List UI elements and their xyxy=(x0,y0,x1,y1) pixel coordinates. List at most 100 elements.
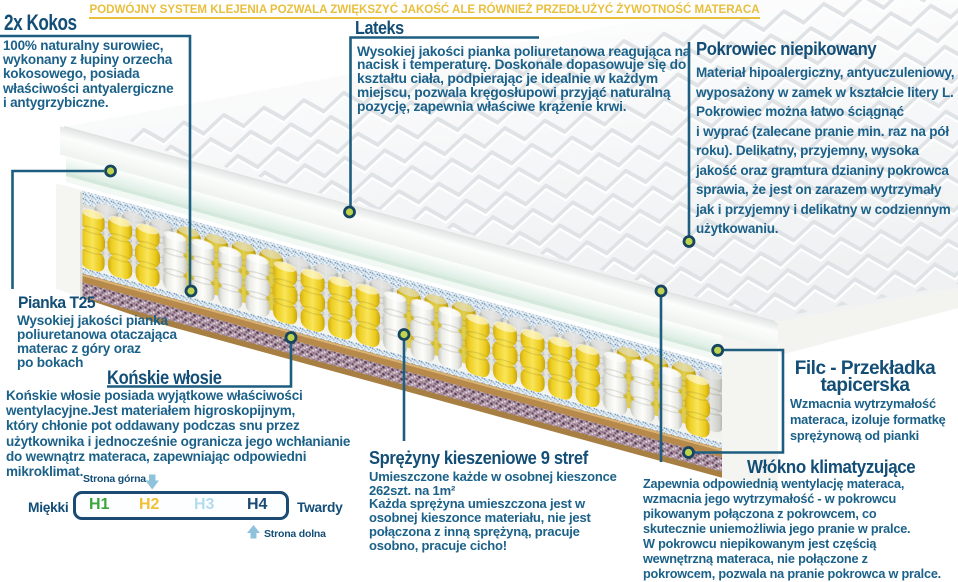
quilt-zigzag-row xyxy=(437,134,958,262)
callout-filc-body: Wzmacnia wytrzymałość materaca, izoluje … xyxy=(790,396,946,443)
bottom-side-arrow-icon xyxy=(247,525,260,539)
layer-under-speckle xyxy=(78,266,722,449)
callout-konskie-heading: Końskie włosie xyxy=(107,368,222,389)
arrow-down-shape xyxy=(145,474,159,490)
anchor-dot-pokrowiec xyxy=(682,235,696,248)
hard-label: Twardy xyxy=(297,499,343,515)
pocket-spring xyxy=(244,250,271,320)
quilt-zigzag-row xyxy=(672,247,958,318)
quilt-zigzag-row xyxy=(625,223,958,314)
mattress-right-side xyxy=(775,288,958,355)
pocket-spring xyxy=(271,258,299,328)
callout-wlokno-body: Zapewnia odpowiednią wentylację materaca… xyxy=(643,477,942,581)
callout-pianka-heading: Pianka T25 xyxy=(18,292,96,312)
pocket-spring xyxy=(436,303,464,373)
layer-cover-rim xyxy=(60,126,778,352)
quilt-zigzag-row xyxy=(484,158,958,279)
pocket-spring xyxy=(629,355,656,426)
mattress-left-end xyxy=(56,183,82,304)
mattress-top-surface xyxy=(63,0,958,323)
arrow-up-shape xyxy=(247,525,260,539)
firmness-level-h1: H1 xyxy=(89,496,110,513)
quilt-zigzag-row xyxy=(390,119,958,254)
callout-line-kokos xyxy=(0,34,192,287)
quilt-zigzag-row xyxy=(108,0,958,176)
pocket-spring xyxy=(574,340,601,411)
firmness-scale-box: H1 H2 H3 H4 xyxy=(73,491,289,520)
top-side-arrow-icon xyxy=(145,474,159,490)
pocket-spring xyxy=(326,273,354,343)
firmness-level-h4: H4 xyxy=(247,496,268,513)
callout-lines xyxy=(0,34,785,462)
callout-kokos-body: 100% naturalny surowiec, wykonany z łupi… xyxy=(3,38,174,110)
layer-pale xyxy=(66,176,722,362)
pocket-spring xyxy=(546,333,574,403)
anchor-dot-filc-bottom xyxy=(682,446,695,459)
callout-line-filc xyxy=(695,348,785,454)
bottom-side-label: Strona dolna xyxy=(264,528,326,540)
pocket-spring xyxy=(491,318,519,388)
quilt-zigzag-pattern xyxy=(64,0,958,318)
callout-line-konskie xyxy=(107,343,293,388)
callout-wlokno-heading: Włókno klimatyzujące xyxy=(747,457,916,477)
callout-filc-heading: Filc - Przekładka tapicerska xyxy=(794,358,936,396)
pocket-spring xyxy=(216,242,244,313)
page-title: PODWÓJNY SYSTEM KLEJENIA POZWALA ZWIĘKSZ… xyxy=(0,3,849,19)
layer-white xyxy=(66,182,722,366)
layer-bottom-speckle xyxy=(78,281,722,472)
anchor-dot-lateks xyxy=(343,205,356,219)
anchor-dot-sprezyny xyxy=(397,328,411,341)
anchor-dot-pianka xyxy=(104,164,117,178)
callout-sprezyny-heading: Sprężyny kieszeniowe 9 stref xyxy=(369,447,588,468)
callout-lateks-heading: Lateks xyxy=(355,18,404,38)
zigzag-grooves xyxy=(64,0,958,318)
mattress-corner-mask xyxy=(36,282,165,352)
quilt-zigzag-row xyxy=(64,0,958,159)
pocket-spring xyxy=(684,371,711,441)
callout-line-lateks xyxy=(349,36,539,206)
pocket-spring xyxy=(354,280,381,350)
pocket-spring xyxy=(106,212,134,283)
firmness-level-h2: H2 xyxy=(139,496,160,513)
layer-mint-line xyxy=(66,172,722,356)
quilt-zigzag-row xyxy=(343,94,958,237)
quilt-zigzag-row xyxy=(249,54,958,211)
quilt-zigzag-row xyxy=(531,182,958,288)
callout-pokrowiec-heading: Pokrowiec niepikowany xyxy=(696,38,877,59)
callout-line-pianka xyxy=(11,169,104,289)
callout-sprezyny-body: Umieszczone każde w osobnej kieszonce 26… xyxy=(369,469,617,553)
quilt-zigzag-row xyxy=(202,30,958,202)
quilt-zigzag-row xyxy=(719,264,958,318)
pocket-spring xyxy=(464,310,491,380)
layer-coco-speckle xyxy=(66,186,722,379)
quilt-zigzag-row xyxy=(578,199,958,305)
pocket-spring xyxy=(409,295,436,365)
firmness-level-h3: H3 xyxy=(194,496,215,513)
soft-label: Miękki xyxy=(28,499,69,515)
layer-felt-bottom-edge xyxy=(78,295,722,478)
pocket-spring xyxy=(161,227,189,298)
callout-konskie-body: Końskie włosie posiada wyjątkowe właściw… xyxy=(6,388,351,480)
layer-felt-highlight xyxy=(78,272,722,452)
anchor-dot-filc-top xyxy=(711,343,725,357)
pocket-spring xyxy=(519,325,546,396)
layer-latex-top xyxy=(66,156,722,352)
pocket-spring xyxy=(79,205,106,275)
mattress-cut-face xyxy=(56,126,778,494)
pocket-spring xyxy=(134,220,161,290)
quilt-zigzag-row xyxy=(296,70,958,228)
quilt-zigzag-row xyxy=(155,5,958,185)
top-side-label: Strona górna xyxy=(83,473,146,485)
callout-pokrowiec-body: Materiał hipoalergiczny, antyuczuleniowy… xyxy=(696,65,955,236)
anchor-dot-kokos xyxy=(184,284,198,298)
pocket-spring xyxy=(601,348,629,418)
anchor-dot-wlokno xyxy=(654,284,668,298)
mattress-left-end-shade xyxy=(80,191,83,304)
callout-lateks-body: Wysokiej jakości pianka poliuretanowa re… xyxy=(357,43,691,114)
anchor-dot-konskie xyxy=(284,331,298,344)
callout-pianka-body: Wysokiej jakości pianka poliuretanowa ot… xyxy=(17,312,177,370)
page-title-text: PODWÓJNY SYSTEM KLEJENIA POZWALA ZWIĘKSZ… xyxy=(89,3,760,19)
callout-kokos-heading: 2x Kokos xyxy=(4,10,77,35)
